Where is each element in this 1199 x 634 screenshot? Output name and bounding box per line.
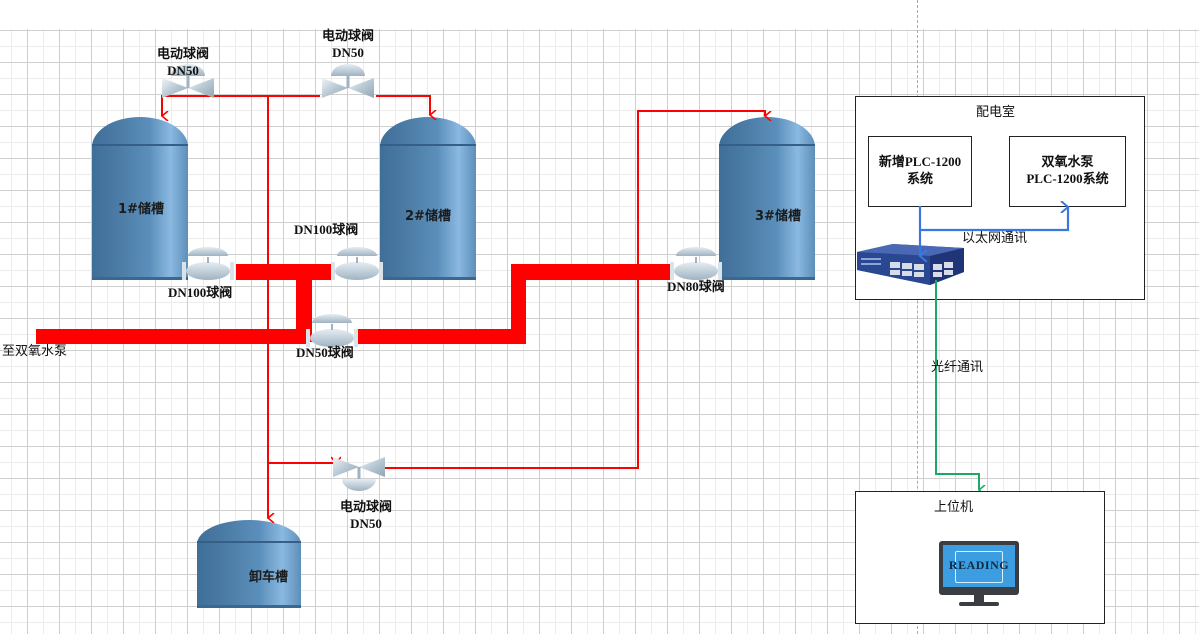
plc-new-label: 新增PLC-1200 系统: [878, 154, 962, 186]
monitor-icon[interactable]: READING: [939, 541, 1019, 607]
fiber-line: [935, 280, 979, 490]
plc-pump-label: 双氧水泵 PLC-1200系统: [1026, 154, 1109, 186]
plc-new-box[interactable]: [868, 136, 972, 207]
plc-pump-box[interactable]: [1009, 136, 1126, 207]
ethernet-to-pump-plc: [920, 207, 1068, 232]
ball-valve-tank2[interactable]: [331, 247, 383, 280]
power-room-title: 配电室: [976, 105, 1016, 120]
unloading-tank-label: 卸车槽: [249, 570, 289, 585]
unloading-tank[interactable]: 卸车槽: [197, 520, 301, 608]
motor-valve-1-label: 电动球阀 DN50: [156, 46, 209, 78]
motor-valve-3[interactable]: [333, 457, 385, 491]
motor-valve-2[interactable]: [322, 64, 374, 98]
pipe-tee-down: [296, 270, 312, 342]
tank-2-label: 2#储槽: [405, 209, 451, 224]
ethernet-lines: [920, 206, 1068, 256]
pipe-riser: [511, 264, 526, 344]
host-computer-title: 上位机: [934, 500, 974, 515]
ball-valve-tank1[interactable]: [182, 247, 234, 280]
ball-valve-tank1-label: DN100球阀: [168, 285, 233, 300]
ethernet-switch[interactable]: [857, 244, 964, 285]
pipe-valve-right: [358, 329, 525, 344]
outlet-to-pump-label: 至双氧水泵: [2, 344, 68, 359]
page-boundary-dashed-line: [917, 0, 918, 634]
ball-valve-tank3[interactable]: [670, 247, 722, 280]
thick-outlet-pipes: [36, 264, 671, 344]
motor-valve-2-label: 电动球阀 DN50: [321, 28, 374, 60]
motor-valve-1[interactable]: [162, 64, 214, 98]
tank-1[interactable]: 1#储槽: [92, 117, 188, 280]
ball-valve-main[interactable]: [306, 314, 358, 347]
tank-3[interactable]: 3#储槽: [719, 117, 815, 280]
ethernet-label: 以太网通讯: [962, 231, 1028, 246]
pipe-to-tank3: [511, 264, 671, 280]
pipe-to-pump: [36, 329, 308, 344]
monitor-screen-text: READING: [948, 558, 1010, 572]
pipe-bottom-return: [383, 110, 765, 469]
tank-1-label: 1#储槽: [118, 202, 164, 217]
thin-transfer-lines: [162, 95, 765, 518]
tank-3-label: 3#储槽: [755, 209, 801, 224]
tank-2[interactable]: 2#储槽: [380, 117, 476, 280]
fiber-label: 光纤通讯: [931, 360, 984, 375]
motor-valve-3-label: 电动球阀 DN50: [339, 499, 392, 531]
ball-valve-tank2-label: DN100球阀: [294, 222, 359, 237]
ball-valve-main-label: DN50球阀: [296, 345, 354, 360]
ball-valve-tank3-label: DN80球阀: [667, 279, 725, 294]
pipe-to-tank2: [376, 95, 430, 115]
